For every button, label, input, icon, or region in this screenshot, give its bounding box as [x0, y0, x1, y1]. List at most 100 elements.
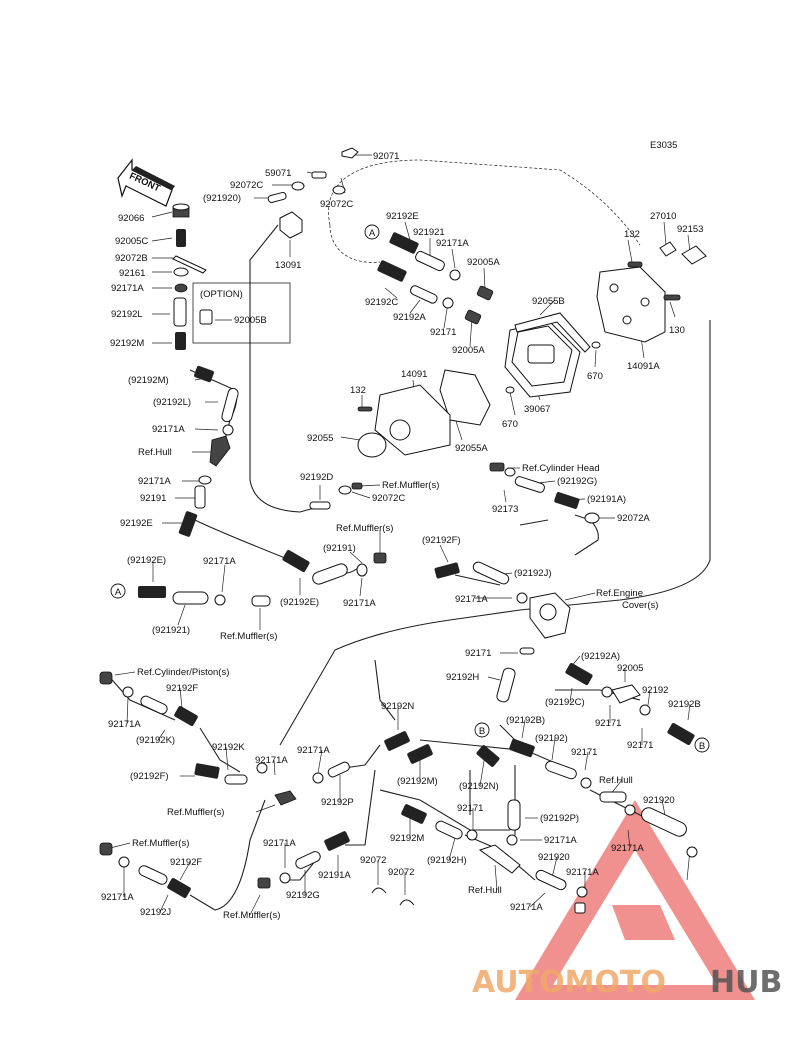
fitting-92071 [341, 147, 359, 159]
part-label: 92192J [140, 907, 171, 918]
part-label: 92192G [286, 890, 320, 901]
part-label: 92192F [166, 683, 198, 694]
part-label: 92192E [120, 518, 153, 529]
part-label: 92171 [595, 718, 621, 729]
part-label: Ref.Muffler(s) [167, 807, 224, 818]
callouts: A A B B [110, 224, 710, 753]
part-label: 92171A [138, 476, 171, 487]
part-label: 670 [502, 419, 518, 430]
part-label: 59071 [265, 168, 291, 179]
part-label: (92192C) [545, 697, 585, 708]
part-label: Ref.Muffler(s) [382, 480, 439, 491]
part-label: (92192E) [280, 597, 319, 608]
part-label: 92005 [617, 663, 643, 674]
watermark-text: AUTOMOTO HUB [472, 965, 782, 1000]
parts [99, 147, 707, 914]
part-label: 39067 [524, 404, 550, 415]
part-label: Ref.Muffler(s) [223, 910, 280, 921]
part-label: 92055 [307, 433, 333, 444]
option-box [192, 282, 291, 344]
part-label: 92066 [118, 213, 144, 224]
part-label: 92171A [297, 745, 330, 756]
part-label: 92192K [212, 742, 245, 753]
part-label: 92192F [170, 857, 202, 868]
option-label: (OPTION) [200, 289, 243, 300]
part-label: (92192F) [422, 535, 461, 546]
watermark-logo [515, 800, 755, 1000]
part-label: 92055B [532, 296, 565, 307]
part-label: 92071 [373, 151, 399, 162]
part-label: 92171 [457, 803, 483, 814]
part-label: Ref.Muffler(s) [336, 523, 393, 534]
part-label: 132 [350, 385, 366, 396]
part-label: 92171 [465, 648, 491, 659]
part-label: (92191) [323, 543, 356, 554]
part-label: (92192L) [153, 397, 191, 408]
callout-a-left: A [115, 587, 122, 598]
callout-b-mid: B [479, 726, 485, 737]
part-label: (92192A) [581, 651, 620, 662]
part-label: 92171 [571, 747, 597, 758]
part-label: 92171A [152, 424, 185, 435]
part-label: (92192N) [459, 781, 499, 792]
part-label: (921920) [203, 193, 241, 204]
part-label: 92171A [436, 238, 469, 249]
part-label: 921921 [413, 227, 445, 238]
part-label: 92005A [467, 257, 500, 268]
part-label: (92192H) [427, 855, 467, 866]
part-label: 92171 [430, 327, 456, 338]
watermark-part2: HUB [710, 965, 782, 1000]
part-label: 92072 [388, 867, 414, 878]
clip-13091 [279, 211, 303, 239]
part-label: (92192G) [557, 476, 597, 487]
part-label: 92192M [110, 338, 144, 349]
part-label: 92171A [611, 843, 644, 854]
part-label: Ref.Engine [596, 588, 643, 599]
part-label: 92192E [386, 211, 419, 222]
part-label: 92192N [381, 701, 414, 712]
part-label: 92192A [393, 312, 426, 323]
part-label: 130 [669, 325, 685, 336]
part-label: (92192B) [506, 715, 545, 726]
part-label: 92005C [115, 236, 148, 247]
part-label: 92192C [365, 297, 398, 308]
part-label: 92171A [203, 556, 236, 567]
part-label: Cover(s) [622, 600, 658, 611]
part-label: Ref.Muffler(s) [220, 631, 277, 642]
part-label: (92192P) [540, 813, 579, 824]
part-label: (92192K) [136, 735, 175, 746]
part-label: 92072C [372, 493, 405, 504]
part-label: (92192) [535, 733, 568, 744]
leader-lines [109, 154, 691, 916]
part-label: Ref.Cylinder Head [522, 463, 600, 474]
part-label: 92192B [668, 699, 701, 710]
gasket-92055A [439, 369, 491, 426]
part-label: 92171A [544, 835, 577, 846]
part-label: 92072B [115, 253, 148, 264]
part-label: 92192L [111, 309, 143, 320]
part-label: 92192P [321, 797, 354, 808]
part-label: (921921) [152, 625, 190, 636]
part-label: 92072C [230, 180, 263, 191]
part-label: 921920 [643, 795, 675, 806]
cover-14091A [596, 266, 666, 343]
part-label: 92171A [510, 902, 543, 913]
callout-b-right: B [699, 741, 705, 752]
part-label: 92171A [255, 755, 288, 766]
part-label: 92171A [111, 283, 144, 294]
part-label: 92192D [300, 472, 333, 483]
part-label: 92055A [455, 443, 488, 454]
part-label: (92192F) [130, 771, 169, 782]
part-label: 92171A [101, 892, 134, 903]
part-label: Ref.Hull [468, 885, 502, 896]
part-label: (92192M) [397, 776, 438, 787]
part-label: Ref.Cylinder/Piston(s) [137, 667, 229, 678]
part-label: 92173 [492, 504, 518, 515]
part-label: 92191A [318, 870, 351, 881]
part-label: (92192E) [127, 555, 166, 566]
part-label: 132 [624, 229, 640, 240]
part-label: 92161 [119, 268, 145, 279]
part-label: (92191A) [587, 494, 626, 505]
part-label: 27010 [650, 211, 676, 222]
part-label: 92171A [108, 719, 141, 730]
